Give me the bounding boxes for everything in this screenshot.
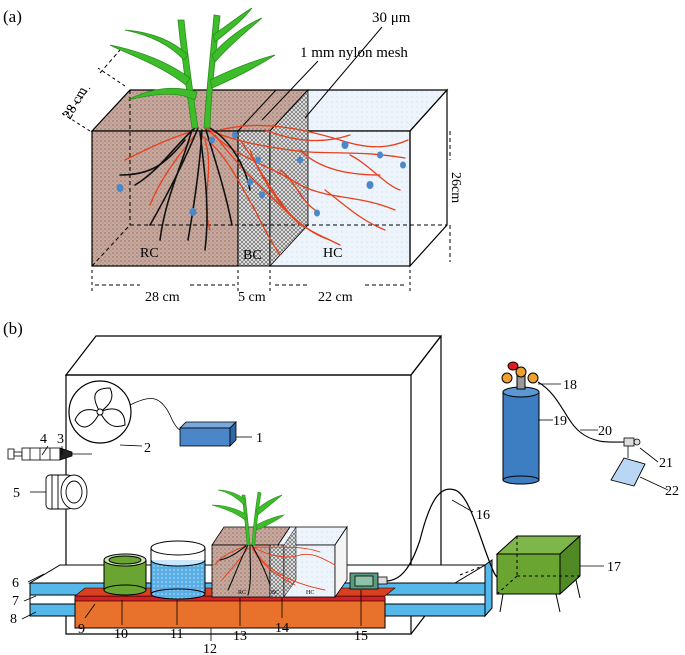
- callout-6: 6: [12, 576, 19, 591]
- air-source-box: [495, 534, 582, 613]
- air-hose: [386, 488, 506, 583]
- callout-21: 21: [659, 456, 673, 471]
- mini-zone-hc: HC: [306, 590, 314, 596]
- callout-3: 3: [57, 432, 64, 447]
- callout-5: 5: [13, 486, 20, 501]
- callout-1: 1: [256, 431, 263, 446]
- callout-4: 4: [40, 432, 47, 447]
- gas-cylinder: [501, 361, 540, 485]
- dim-rc-width: 28 cm: [145, 290, 180, 305]
- callout-22: 22: [665, 484, 679, 499]
- panel-b-label: (b): [3, 319, 23, 338]
- callout-20: 20: [598, 424, 612, 439]
- callout-19: 19: [553, 414, 567, 429]
- heating-plate: [74, 597, 386, 629]
- callout-15: 15: [354, 629, 368, 644]
- mesh-1mm-label: 1 mm nylon mesh: [300, 45, 408, 61]
- gas-sample-bag: [610, 457, 646, 487]
- dim-height: 26cm: [448, 172, 463, 203]
- syringe: [7, 447, 92, 461]
- zone-label-hc: HC: [323, 246, 342, 261]
- dimension-lines: [59, 49, 451, 292]
- hidden-edges: [91, 90, 447, 267]
- dim-hc-width: 22 cm: [318, 290, 353, 305]
- callout-8: 8: [10, 612, 17, 627]
- zone-label-bc: BC: [243, 248, 262, 263]
- callout-18: 18: [563, 378, 577, 393]
- water-beaker: [150, 540, 206, 600]
- mini-rhizobox: RC BC HC: [211, 489, 348, 599]
- mesh-30um-leader: [304, 26, 383, 119]
- panel-b: (b): [3, 319, 679, 655]
- callout-2: 2: [144, 441, 151, 456]
- mesh-30um-label: 30 μm: [372, 10, 411, 26]
- callout-numbers: 1 2 3 4 5 6 7 8 9 10 11 12 13 14 15 16 1…: [10, 378, 679, 655]
- callout-11: 11: [170, 627, 183, 642]
- callout-leaders: [21, 383, 669, 641]
- callout-17: 17: [607, 560, 621, 575]
- callout-14: 14: [275, 621, 289, 636]
- plant-shoot-a: [109, 7, 276, 129]
- roots: [119, 124, 409, 256]
- mesh-1mm-leader: [261, 60, 319, 121]
- pump-device: [349, 572, 388, 590]
- gas-line: [537, 381, 625, 443]
- fan: [68, 380, 181, 444]
- callout-12: 12: [203, 642, 217, 655]
- callout-7: 7: [12, 594, 19, 609]
- spores: [116, 131, 406, 217]
- dim-bc-width: 5 cm: [238, 290, 266, 305]
- panel-a: (a): [3, 7, 463, 305]
- callout-10: 10: [114, 627, 128, 642]
- zone-label-rc: RC: [140, 246, 159, 261]
- mini-zone-bc: BC: [271, 590, 279, 596]
- controller-box: [179, 421, 237, 447]
- dim-depth: 28 cm: [60, 84, 90, 122]
- callout-13: 13: [233, 629, 247, 644]
- mesh-divider-1mm: [237, 89, 277, 132]
- bc-mesh-compartment: [237, 130, 271, 267]
- soil-pot: [103, 553, 147, 596]
- callout-16: 16: [476, 508, 490, 523]
- regulator-valve: [623, 437, 641, 458]
- callout-9: 9: [78, 622, 85, 637]
- panel-a-label: (a): [3, 7, 22, 26]
- camera-unit: [45, 474, 88, 510]
- mini-zone-rc: RC: [238, 590, 246, 596]
